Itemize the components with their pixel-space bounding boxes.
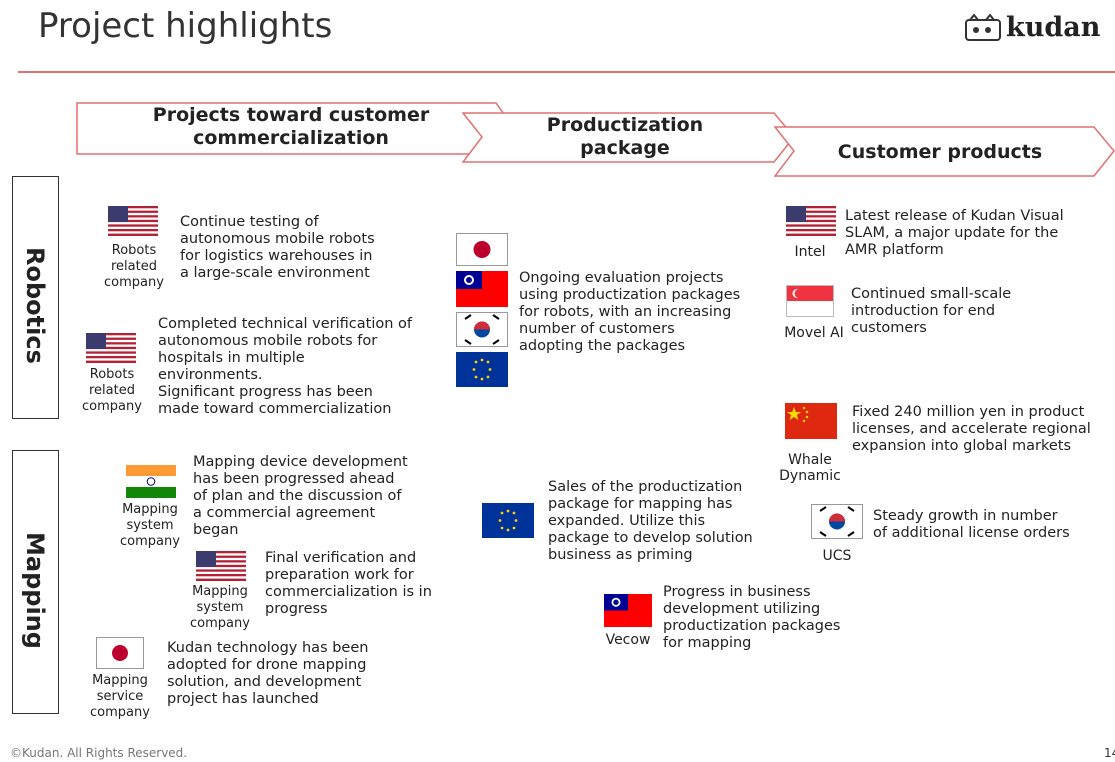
japan-flag-icon <box>456 233 508 266</box>
mc-caption: UCS <box>822 548 852 564</box>
taiwan-flag-icon <box>456 271 508 307</box>
korea-flag-icon <box>456 312 508 347</box>
kudan-logo-icon <box>965 14 1001 41</box>
mapping-section-label: Mapping <box>21 532 49 649</box>
kudan-logo: kudan <box>964 12 1114 46</box>
usa-flag-icon <box>196 551 246 581</box>
usa-flag-icon <box>108 206 158 236</box>
mp2-caption: Vecow <box>605 632 651 648</box>
robotics-section-label: Robotics <box>21 247 49 364</box>
page-number: 14 <box>1104 746 1115 760</box>
eu-flag-icon <box>482 503 534 538</box>
india-flag-icon <box>126 465 176 498</box>
stage-3-label: Customer products <box>837 141 1043 163</box>
kudan-logo-text: kudan <box>1006 12 1101 43</box>
korea-flag-icon <box>811 504 863 539</box>
page-title: Project highlights <box>38 6 333 46</box>
taiwan-flag-icon <box>604 594 652 627</box>
eu-flag-icon <box>456 352 508 387</box>
header-divider <box>18 71 1115 73</box>
stage-chevron-3 <box>774 126 1115 177</box>
copyright-footer: ©Kudan. All Rights Reserved. <box>10 746 188 760</box>
mapping-section-box <box>12 450 59 714</box>
rc1-caption: Intel <box>794 244 826 260</box>
rc2-caption: Movel AI <box>784 325 844 341</box>
singapore-flag-icon <box>786 285 834 317</box>
robotics-section-box <box>12 176 59 419</box>
stage-chevron-2 <box>462 112 795 163</box>
usa-flag-icon <box>786 206 836 236</box>
japan-flag-icon <box>96 637 144 669</box>
usa-flag-icon <box>86 333 136 363</box>
china-flag-icon <box>785 403 837 439</box>
